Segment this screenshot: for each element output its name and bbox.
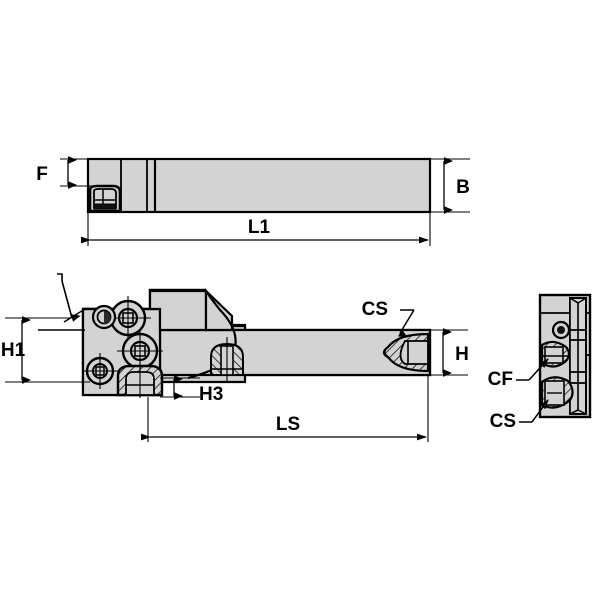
leader-CS-side-line — [397, 309, 415, 338]
leader-CF-label: CF — [488, 369, 513, 390]
dimension-LS-label: LS — [276, 414, 300, 435]
leader-CF-line — [528, 358, 549, 381]
leader-CS-end-line — [531, 399, 549, 423]
dimension-H1: H1 — [1, 316, 90, 384]
side-view-coolant-port — [91, 304, 117, 330]
end-view-cf-pocket — [540, 340, 571, 368]
leader-CF-end: CF — [488, 358, 549, 390]
dimension-F: F — [36, 156, 112, 189]
side-view: H1 H H3 LS CS — [1, 273, 469, 442]
top-view: F B L1 — [36, 156, 470, 246]
dimension-F-label: F — [36, 164, 48, 185]
side-view-bottom-insert — [116, 364, 164, 398]
leader-CS-end-label: CS — [490, 411, 516, 432]
dimension-B-label: B — [456, 177, 470, 198]
leader-CS-end: CS — [490, 399, 549, 432]
side-view-screw-3 — [82, 353, 119, 389]
side-view-chamfer-leader — [38, 273, 86, 331]
end-view-body-faces — [569, 296, 587, 416]
side-view-screw-1 — [105, 296, 151, 341]
dimension-H3: H3 — [160, 375, 223, 405]
dimension-H: H — [428, 328, 469, 377]
dimension-LS: LS — [141, 375, 429, 442]
end-view-cs-pocket — [540, 376, 574, 409]
dimension-B: B — [428, 157, 470, 214]
dimension-L1: L1 — [81, 212, 431, 246]
side-view-mounting-hole — [210, 337, 244, 381]
leader-CS-side-label: CS — [362, 299, 388, 320]
dimension-H1-label: H1 — [1, 340, 26, 361]
end-view: CF CS — [488, 293, 592, 432]
dimension-H-label: H — [455, 344, 469, 365]
dimension-H3-label: H3 — [199, 384, 223, 405]
end-view-coolant-circle — [551, 320, 571, 340]
top-view-shank-body — [86, 157, 432, 214]
side-view-screw-2 — [117, 329, 163, 374]
leader-CS-side: CS — [362, 299, 415, 338]
top-view-insert-pocket — [88, 184, 122, 213]
dimension-L1-label: L1 — [248, 217, 271, 238]
